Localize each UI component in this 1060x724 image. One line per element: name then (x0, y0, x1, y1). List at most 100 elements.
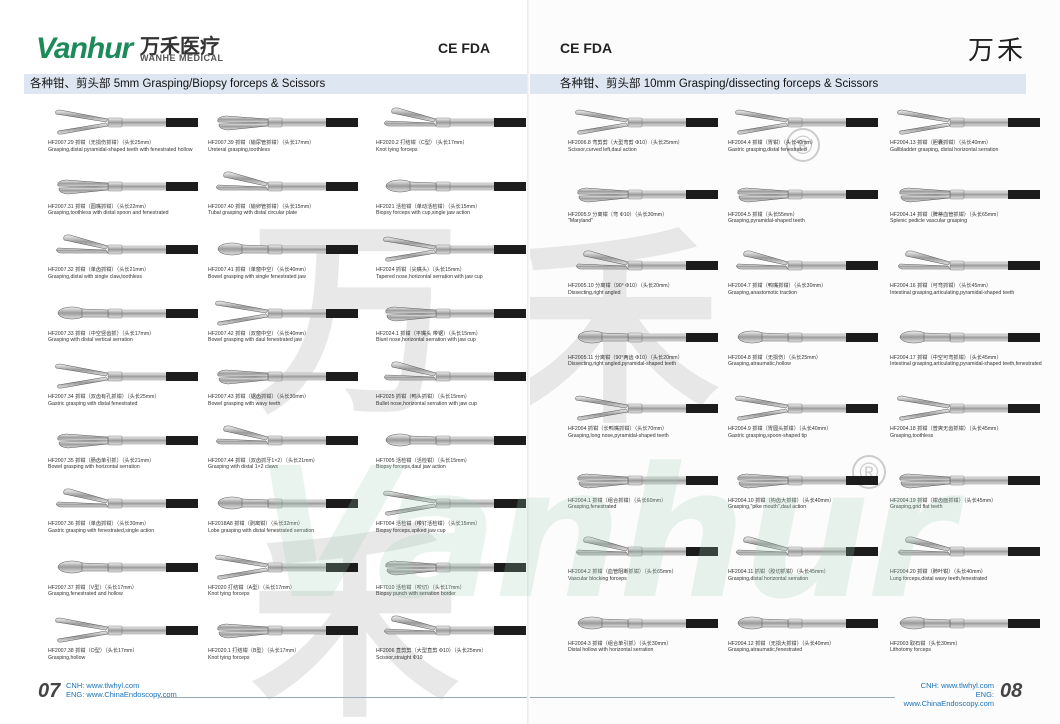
product-code: HF2004.7 抓钳（鸭嘴抓钳）（头长30mm） (728, 283, 827, 289)
product-item: HF2007.43 抓钳（锯齿抓钳）（头长30mm）Bowel grasping… (208, 358, 368, 407)
product-caption: HF2005.9 分离钳（弯 Φ10）（头长30mm）"Maryland" (568, 212, 728, 225)
instrument-tip-icon (736, 250, 878, 271)
product-description: Grasping,pyramidal-shaped teeth (728, 218, 805, 225)
product-image (890, 533, 1040, 569)
product-code: HF2004.14 抓钳（脾蒂血管抓钳）（头长65mm） (890, 211, 1002, 218)
product-description: Grasping,hollow (48, 654, 86, 661)
instrument-tip-icon (577, 616, 718, 629)
product-description: Knot tying forceps (376, 146, 418, 153)
instrument-tip-icon (384, 107, 526, 128)
instrument-tip-icon (55, 363, 198, 389)
product-code: HF2004.8 抓钳（无损伤）（头长25mm） (728, 354, 822, 361)
instrument-tip-icon (384, 361, 526, 382)
product-code: HF2007.35 抓钳（肠齿单引抓）（头长21mm） (48, 457, 155, 464)
product-image (376, 358, 526, 394)
instrument-tip-icon (56, 488, 198, 509)
product-caption: HF2004.9 抓钳（胃圆头抓钳）（头长40mm）Gastric graspi… (728, 426, 888, 439)
product-image (208, 231, 358, 267)
product-item: HF2007.32 抓钳（单齿抓钳）（头长21mm）Grasping,dista… (48, 231, 208, 280)
product-image (568, 605, 718, 641)
product-description: Knot tying forceps (208, 591, 250, 598)
product-image (376, 549, 526, 585)
product-caption: HF2007.32 抓钳（单齿抓钳）（头长21mm）Grasping,dista… (48, 267, 208, 280)
product-description: Gastric grasping,spoon-shaped tip (728, 432, 808, 439)
product-description: Grasping,distal horizontal serration (728, 575, 809, 582)
instrument-tip-icon (217, 115, 358, 131)
product-image (48, 422, 198, 458)
product-caption: HF7005 活检钳（活检钳）（头长15mm）Biopsy forceps,da… (376, 458, 530, 471)
product-description: Grasping,atraumatic,fenestrated (728, 647, 803, 654)
product-caption: HF2004.19 抓钳（钳齿面抓钳）（头长45mm）Grasping,grid… (890, 498, 1050, 511)
instrument-tip-icon (575, 109, 718, 135)
product-item: HF7004 活检钳（带钉活检钳）（头长15mm）Biopsy forceps,… (376, 485, 530, 534)
product-item: HF2007.41 抓钳（单窗中空）（头长40mm）Bowel grasping… (208, 231, 368, 280)
product-image (568, 247, 718, 283)
product-item: HF2004.17 抓钳（中空可弯抓钳）（头长45mm）Intestinal g… (890, 319, 1050, 368)
product-item: HF2025 抓钳（鸭头抓钳）（头长15mm）Bullet nose,horiz… (376, 358, 530, 407)
instrument-tip-icon (55, 109, 198, 135)
product-code: HF2004.11 抓钳（胶切抓钳）（头长45mm） (728, 569, 829, 575)
product-caption: HF2004 抓钳（长鸭嘴抓钳）（头长70mm）Grasping,long no… (568, 426, 728, 439)
product-code: HF2007.38 抓钳（O型）（头长17mm） (48, 648, 138, 654)
product-description: Grasping,toothless (890, 432, 934, 439)
product-caption: HF2024.1 抓钳（平嘴头 带锯）（头长15mm）Blunt nose,ho… (376, 331, 530, 344)
product-description: Vascular blocking forceps (568, 575, 627, 582)
instrument-tip-icon (56, 234, 198, 255)
instrument-tip-icon (898, 536, 1040, 557)
product-description: Intestinal grasping,articulating,pyramid… (890, 289, 1015, 296)
product-description: Grasping with distal vertical serration (48, 337, 133, 344)
product-image (208, 612, 358, 648)
instrument-tip-icon (57, 306, 198, 319)
instrument-tip-icon (898, 250, 1040, 271)
product-item: HF2021 活检钳（单动活检钳）（头长15mm）Biopsy forceps … (376, 168, 530, 217)
product-code: HF2007.33 抓钳（中空竖齿抓）（头长17mm） (48, 330, 155, 337)
product-code: HF2004.2 抓钳（血管阻断抓钳）（头长65mm） (568, 569, 677, 575)
product-image (376, 422, 526, 458)
instrument-tip-icon (899, 616, 1040, 629)
instrument-tip-icon (737, 187, 878, 202)
product-code: HF7010 活检钳（咬切）（头长17mm） (376, 584, 465, 591)
product-item: HF2004.16 抓钳（可弯抓钳）（头长45mm）Intestinal gra… (890, 247, 1050, 296)
product-caption: HF2020.2 打结钳（C型）（头长17mm）Knot tying force… (376, 140, 530, 153)
product-image (568, 390, 718, 426)
instrument-tip-icon (57, 433, 198, 448)
product-item: HF2007.42 抓钳（双窗中空）（头长40mm）Bowel grasping… (208, 295, 368, 344)
product-description: Grasping,fenestrated (568, 504, 617, 511)
product-image (728, 533, 878, 569)
product-image (890, 390, 1040, 426)
instrument-tip-icon (55, 617, 198, 643)
brand-name-en: WANHE MEDICAL (140, 53, 224, 63)
product-description: Gastric grasping,distal fenestrated (728, 146, 807, 153)
instrument-tip-icon (217, 496, 358, 510)
product-code: HF2007.39 抓钳（输尿管抓钳）（头长17mm） (208, 140, 315, 146)
product-image (890, 319, 1040, 355)
product-item: HF2004.11 抓钳（胶切抓钳）（头长45mm）Grasping,dista… (728, 533, 888, 582)
product-item: HF7010 活检钳（咬切）（头长17mm）Biopsy punch with … (376, 549, 530, 598)
product-caption: HF2007.33 抓钳（中空竖齿抓）（头长17mm）Grasping with… (48, 331, 208, 344)
product-description: Splenic pedicle vascular grasping (890, 218, 967, 225)
product-description: Distal hollow with horizontal serration (568, 647, 654, 654)
instrument-tip-icon (385, 433, 526, 446)
product-code: HF2004.13 抓钳（胆囊抓钳）（头长40mm） (890, 140, 992, 146)
brand-name-cn: 万禾医疗 (140, 36, 220, 58)
product-item: HF2005.9 分离钳（弯 Φ10）（头长30mm）"Maryland" (568, 176, 728, 225)
product-description: Dissecting,right angled (568, 289, 621, 296)
product-code: HF2025 抓钳（鸭头抓钳）（头长15mm） (376, 394, 470, 400)
product-item: HF2005.11 分离钳（90°两齿 Φ10）（头长20mm）Dissecti… (568, 319, 728, 368)
product-caption: HF2004.20 抓钳（肺叶钳）（头长40mm）Lung forceps,di… (890, 569, 1050, 582)
product-description: "Maryland" (568, 218, 594, 225)
product-caption: HF2007.29 抓钳（无损伤抓钳）（头长25mm）Grasping,dist… (48, 140, 208, 153)
section-title: 各种钳、剪头部 10mm Grasping/dissecting forceps… (530, 74, 1026, 94)
product-description: Biopsy forceps,spiked jaw cup (376, 527, 446, 534)
website-cn: CNH: www.tlwhyl.com (66, 681, 140, 690)
product-description: Scissor,curved left,daul action (568, 146, 637, 153)
product-item: HF2006.8 弯剪剪（大型弯剪 Φ10）（头长25mm）Scissor,cu… (568, 104, 728, 153)
product-description: Bowel grasping with daul fenestrated jaw (208, 337, 303, 344)
product-item: HF2007.34 抓钳（双齿有孔抓钳）（头长25mm）Gastric gras… (48, 358, 208, 407)
product-image (890, 104, 1040, 140)
instrument-tip-icon (383, 236, 526, 262)
product-caption: HF2007.35 抓钳（肠齿单引抓）（头长21mm）Bowel graspin… (48, 458, 208, 471)
product-image (48, 231, 198, 267)
product-code: HF2004 抓钳（长鸭嘴抓钳）（头长70mm） (568, 426, 668, 432)
